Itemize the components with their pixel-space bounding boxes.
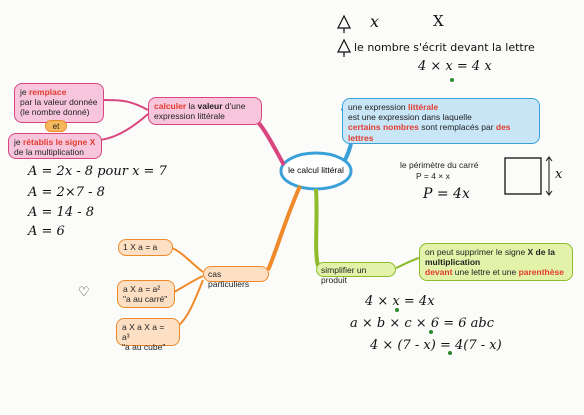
dot xyxy=(429,330,433,334)
definition-box: une expression littérale est une express… xyxy=(342,98,540,144)
hand-icon-1 xyxy=(337,14,351,33)
restore-box: je rétablis le signe X de la multiplicat… xyxy=(8,133,102,159)
simplify-example-2: a × b × c × 6 = 6 abc xyxy=(350,316,495,331)
work-line-3: A = 14 - 8 xyxy=(28,205,95,220)
header-rule: le nombre s'écrit devant la lettre xyxy=(354,41,535,54)
header-example: 4 × x = 4 x xyxy=(418,59,492,74)
dot xyxy=(450,78,454,82)
dot xyxy=(395,308,399,312)
square-shape xyxy=(504,157,542,195)
special-label: cas particuliers xyxy=(203,266,269,289)
perimeter-title: le périmètre du carré xyxy=(400,160,479,170)
perimeter-hand: P = 4x xyxy=(423,186,470,202)
simplify-rule-box: on peut supprimer le signe X de la multi… xyxy=(419,243,573,281)
special-case-2: a X a = a² "a au carré" xyxy=(117,280,175,308)
simplify-example-3: 4 × (7 - x) = 4(7 - x) xyxy=(370,338,502,353)
link-case2 xyxy=(173,275,204,293)
link-case3 xyxy=(177,279,204,327)
branch-simplifier xyxy=(314,188,320,267)
square-side-label: x xyxy=(555,167,563,182)
special-case-1: 1 X a = a xyxy=(118,239,173,256)
link-simplifier-rule xyxy=(395,257,420,269)
simplify-example-1: 4 × x = 4x xyxy=(365,294,435,309)
header-x-lower: x xyxy=(370,12,380,31)
work-line-1: A = 2x - 8 pour x = 7 xyxy=(28,164,167,179)
replace-box: je remplace par la valeur donnée (le nom… xyxy=(14,83,104,123)
hand-icon-2 xyxy=(337,38,351,57)
work-line-2: A = 2×7 - 8 xyxy=(28,185,105,200)
branch-cas xyxy=(266,185,302,271)
link-retablis xyxy=(99,113,149,141)
link-case1 xyxy=(171,247,204,273)
perimeter-formula: P = 4 × x xyxy=(416,171,450,181)
link-remplace xyxy=(103,99,149,111)
et-badge: et xyxy=(45,120,67,132)
heart-icon: ♡ xyxy=(78,284,90,299)
center-label: le calcul littéral xyxy=(288,165,344,175)
simplify-label: simplifier un produit xyxy=(316,262,396,285)
side-arrow xyxy=(545,156,553,196)
work-line-4: A = 6 xyxy=(28,224,65,239)
special-case-3: a X a X a = a³ "a au cube" xyxy=(116,318,180,352)
header-x-upper: X xyxy=(433,12,444,30)
dot xyxy=(448,351,452,355)
calculer-box: calculer la valeur d'une expression litt… xyxy=(148,97,262,125)
